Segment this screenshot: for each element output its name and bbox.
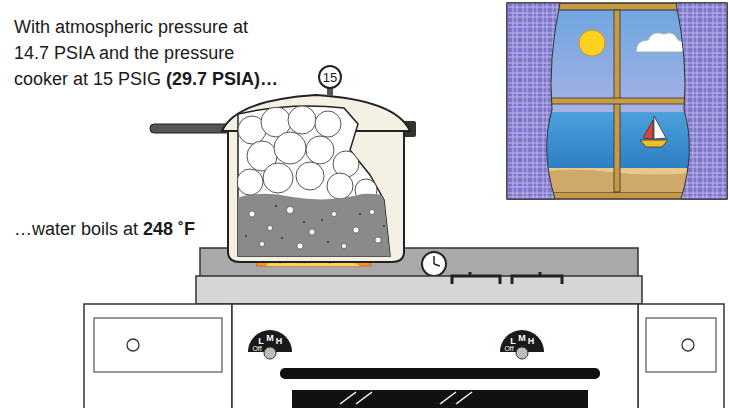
knob-setting: L xyxy=(510,337,516,346)
caption-text: …water boils at xyxy=(14,219,138,239)
knob-setting: M xyxy=(266,334,274,343)
knob-setting: L xyxy=(258,337,264,346)
caption-text: …water boils at248 ˚F xyxy=(14,216,314,242)
highlight-value: (29.7 PSIA)… xyxy=(166,69,278,89)
caption-text: With atmospheric pressure at 14.7 PSIA a… xyxy=(14,14,286,92)
window xyxy=(507,3,727,199)
knob-setting: H xyxy=(528,337,535,346)
knob-setting: H xyxy=(276,337,283,346)
knob-setting: M xyxy=(518,334,526,343)
oven xyxy=(232,304,638,408)
highlight-value: 248 ˚F xyxy=(143,219,195,239)
gauge-reading: 15 xyxy=(323,70,337,85)
knob-setting: Off xyxy=(504,345,513,352)
knob-setting: Off xyxy=(252,345,261,352)
pressure-gauge: 15 xyxy=(318,65,342,89)
